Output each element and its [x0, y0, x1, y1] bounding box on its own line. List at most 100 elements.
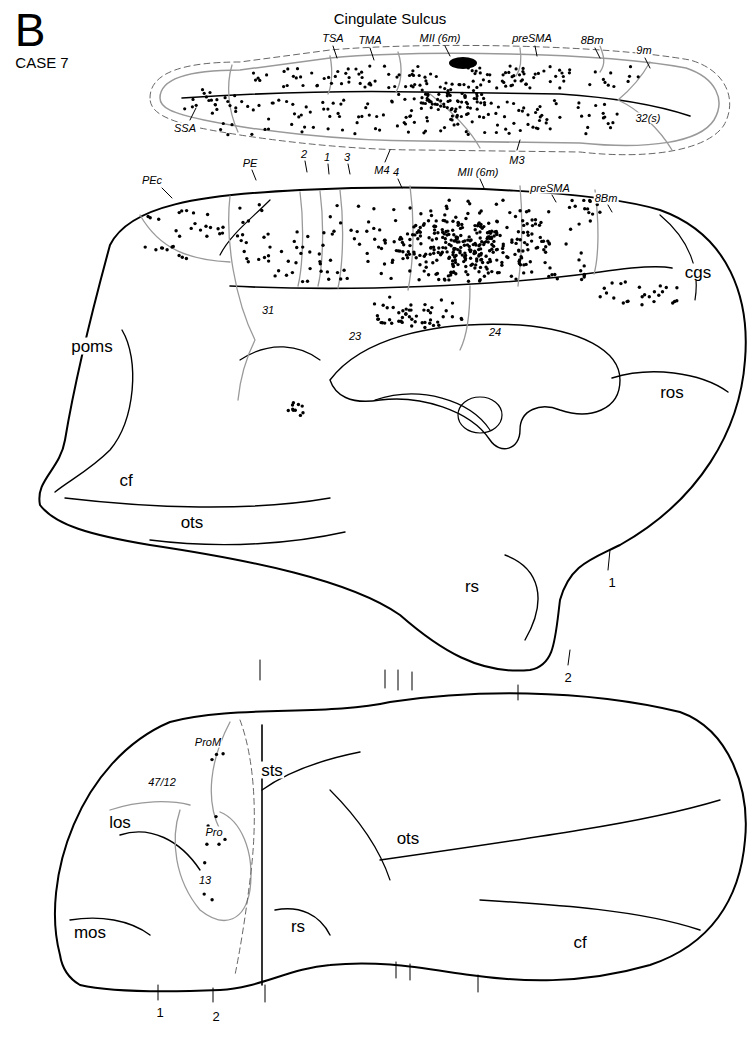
cell-dot [397, 93, 400, 96]
cell-dot [185, 257, 188, 260]
cell-dot [542, 69, 545, 72]
cell-dot [508, 211, 511, 214]
cell-dot [457, 222, 460, 225]
cell-dot [413, 97, 416, 100]
cell-dot [291, 103, 294, 106]
cell-dot [611, 121, 614, 124]
cell-dot [675, 286, 678, 289]
cell-dot [558, 86, 561, 89]
cell-dot [318, 252, 321, 255]
cell-dot [299, 252, 302, 255]
cell-dot [588, 83, 591, 86]
cell-dot [447, 278, 450, 281]
cell-dot [258, 79, 261, 82]
cell-dot [439, 85, 442, 88]
cell-dot [582, 199, 585, 202]
cell-dot [548, 266, 551, 269]
cell-dot [495, 131, 498, 134]
cell-dot [144, 245, 147, 248]
cell-dot [464, 217, 467, 220]
cell-dot [534, 73, 537, 76]
cell-dot [648, 295, 651, 298]
area-label: TMA [357, 35, 382, 46]
cell-dot [484, 255, 487, 258]
cell-dot [473, 224, 476, 227]
sulcus-line [240, 347, 320, 360]
cell-dot [510, 241, 513, 244]
sulcus-label: Cingulate Sulcus [333, 11, 448, 26]
sulcus-line [660, 215, 696, 300]
cell-dot [435, 237, 438, 240]
cell-dot [361, 76, 364, 79]
sulcus-label: poms [70, 338, 114, 355]
cell-dot [661, 290, 664, 293]
cell-dot [305, 105, 308, 108]
cell-dot [480, 209, 483, 212]
cell-dot [291, 403, 294, 406]
cell-dot [375, 115, 378, 118]
cell-dot [368, 82, 371, 85]
cell-dot [594, 104, 597, 107]
cell-dot [356, 230, 359, 233]
cell-dot [496, 220, 499, 223]
cell-dot [265, 73, 268, 76]
los-line [120, 832, 200, 870]
cell-dot [463, 244, 466, 247]
cell-dot [539, 115, 542, 118]
cell-dot [428, 322, 431, 325]
cell-dot [545, 118, 548, 121]
cell-dot [238, 206, 241, 209]
cell-dot [451, 315, 454, 318]
cell-dot [214, 103, 217, 106]
ots-line [150, 532, 345, 545]
cell-dot [526, 123, 529, 126]
cell-dot [234, 110, 237, 113]
cell-dot [537, 72, 540, 75]
cell-dot [404, 85, 407, 88]
cell-dot [624, 280, 627, 283]
cell-dot [413, 252, 416, 255]
cell-dot [472, 80, 475, 83]
cell-dot [315, 84, 318, 87]
cell-dot [301, 280, 304, 283]
cell-dot [427, 273, 430, 276]
pointer-arrows [162, 161, 612, 212]
cell-dot [267, 254, 270, 257]
cell-dot [321, 101, 324, 104]
cell-dot [607, 84, 610, 87]
cell-dot [359, 82, 362, 85]
cell-dot [445, 205, 448, 208]
cell-dot [170, 245, 173, 248]
cell-dot [580, 278, 583, 281]
cell-dot [497, 105, 500, 108]
cell-dot [240, 100, 243, 103]
cell-dot [360, 115, 363, 118]
cell-dot [467, 133, 470, 136]
cell-dot [522, 67, 525, 70]
cell-dot [422, 131, 425, 134]
cell-dot [518, 209, 521, 212]
cell-dot [637, 75, 640, 78]
cell-dot [309, 111, 312, 114]
cell-dot [539, 236, 542, 239]
cell-dot [382, 304, 385, 307]
cell-dot [430, 306, 433, 309]
cell-dot [522, 72, 525, 75]
cell-dot [322, 231, 325, 234]
cell-dot [310, 71, 313, 74]
cell-dot [580, 115, 583, 118]
cell-dot [273, 274, 276, 277]
cell-dot [403, 98, 406, 101]
area-label: 3 [343, 152, 351, 163]
cell-dot [282, 85, 285, 88]
cell-dot [473, 72, 476, 75]
cell-dot [423, 76, 426, 79]
cell-dot [471, 120, 474, 123]
cell-dot [437, 324, 440, 327]
cell-dot [190, 227, 193, 230]
cell-dot [520, 256, 523, 259]
cell-dot [456, 123, 459, 126]
cell-dot [424, 260, 427, 263]
area-label: 47/12 [147, 777, 177, 788]
cell-dot [277, 99, 280, 102]
